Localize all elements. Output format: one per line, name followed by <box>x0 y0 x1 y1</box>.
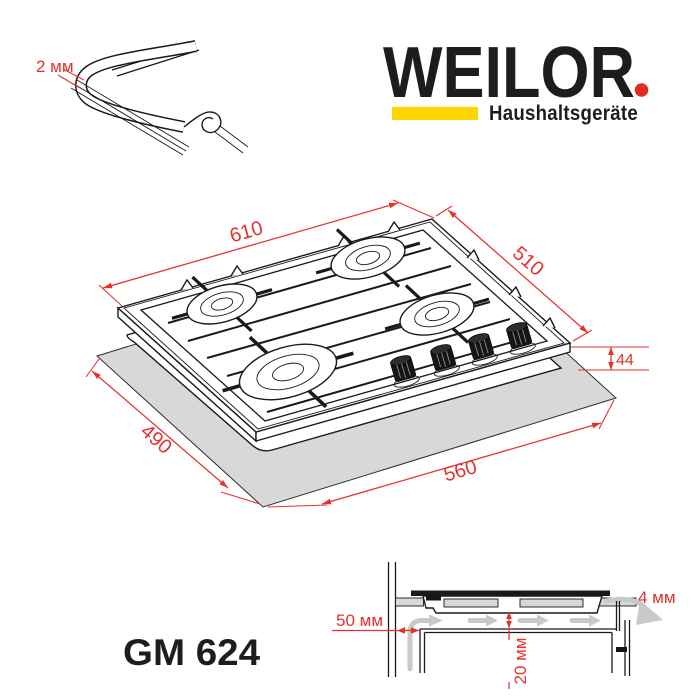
control-knobs <box>390 322 536 388</box>
edge-detail-drawing: 2 мм <box>36 40 249 156</box>
hob-height-value: 44 <box>616 352 634 369</box>
burner-back-right <box>315 228 421 288</box>
hob-depth-value: 510 <box>508 242 548 280</box>
burner-front-left <box>222 335 354 409</box>
curl-icon <box>183 111 222 134</box>
hob-recess <box>139 229 549 422</box>
hob-section-inlet <box>426 595 441 601</box>
rim-band-face <box>76 41 197 132</box>
installation-cross-section: 50 мм 20 мм 4 мм <box>332 562 676 689</box>
wall-clearance-value: 50 мм <box>336 611 383 630</box>
hob-section-top <box>411 590 610 596</box>
hob-top-rim-line <box>123 221 565 430</box>
cabinet-section <box>419 628 616 673</box>
hob-isometric-drawing: 610 510 44 490 <box>85 199 649 508</box>
bracket-block <box>616 647 627 652</box>
logo-yellow-bar <box>392 107 478 120</box>
brand-tagline: Haushaltsgeräte <box>489 102 638 125</box>
hob-top-plate <box>116 218 572 433</box>
burner-front-right <box>384 284 490 344</box>
dimension-under-clearance: 20 мм <box>506 611 530 689</box>
burner-box-right <box>519 598 584 608</box>
dimension-wall-clearance: 50 мм <box>332 611 419 634</box>
rear-gap-value: 4 мм <box>638 588 676 607</box>
grid-feet <box>180 220 556 329</box>
cutout-depth-value: 490 <box>136 420 176 458</box>
countertop-left <box>395 597 424 607</box>
airflow-arrows <box>407 596 663 672</box>
under-clearance-value: 20 мм <box>511 637 530 684</box>
dimension-height-44: 44 <box>571 346 649 371</box>
brand-name: WEILOR <box>383 33 635 113</box>
edge-thickness-label: 2 мм <box>36 57 74 76</box>
model-name: GM 624 <box>123 632 260 673</box>
brand-logo: WEILOR Haushaltsgeräte <box>383 33 649 125</box>
logo-dot <box>634 83 649 97</box>
exit-air-arrow <box>636 600 663 625</box>
cutout-width-value: 560 <box>441 456 479 486</box>
burner-box-left <box>443 598 499 608</box>
burner-back-left <box>171 275 273 333</box>
